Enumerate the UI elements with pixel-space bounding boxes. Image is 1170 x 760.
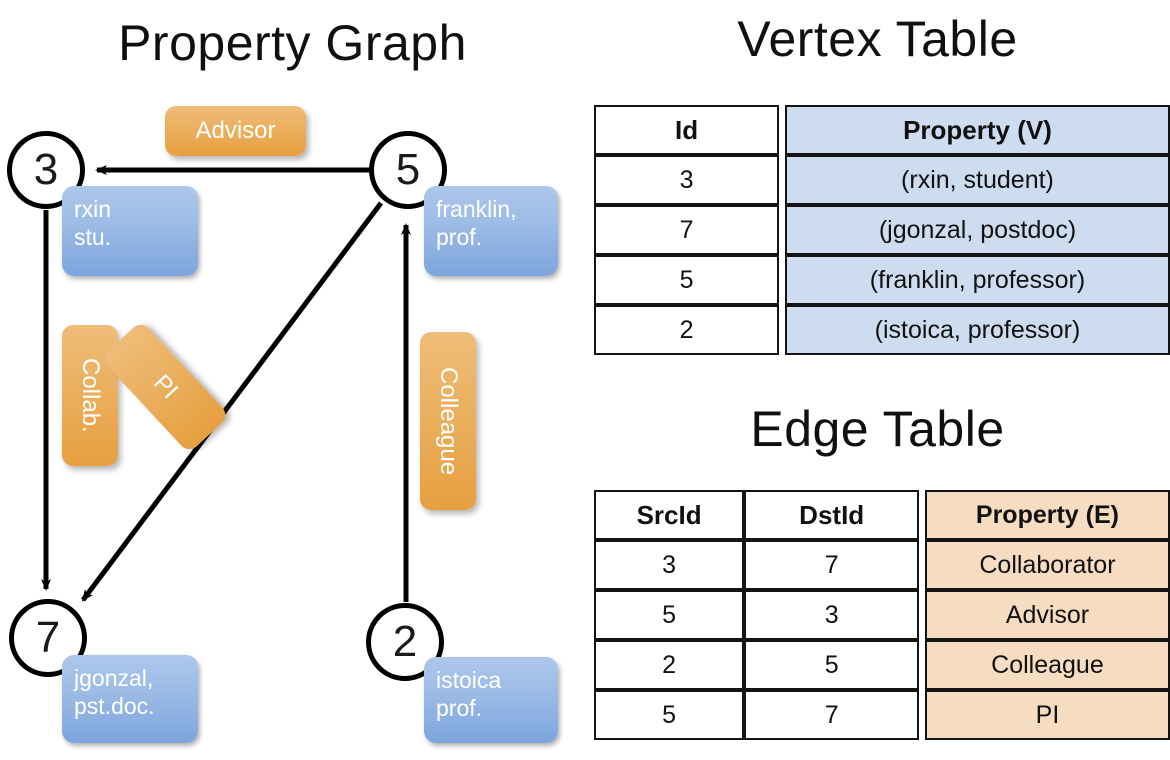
edge-table: SrcId DstId Property (E) 3 7 Collaborato… [594, 490, 1170, 740]
node-property-line: franklin, [436, 196, 517, 222]
edge-5-to-7 [81, 201, 383, 602]
edge-table-header-srcid: SrcId [594, 490, 745, 540]
edge-cell-property: Colleague [924, 640, 1170, 690]
node-property-box-rxin: rxin stu. [62, 186, 198, 276]
edge-cell-dstid: 7 [744, 690, 920, 740]
table-row: 7 (jgonzal, postdoc) [594, 205, 1170, 255]
edge-cell-property: PI [924, 690, 1170, 740]
edge-label-text: PI [147, 369, 183, 405]
table-header-row: SrcId DstId Property (E) [594, 490, 1170, 540]
property-graph-panel: Property Graph 3 5 7 2 rxin stu. frankli… [7, 15, 558, 743]
graph-node-2[interactable]: 2 [366, 603, 444, 681]
edge-cell-srcid: 2 [594, 640, 745, 690]
node-property-box-jgonzal: jgonzal, pst.doc. [62, 655, 198, 743]
edge-cell-srcid: 3 [594, 540, 745, 590]
vertex-cell-id: 5 [594, 255, 780, 305]
vertex-table-header-property: Property (V) [784, 105, 1170, 155]
edge-label-colleague: Colleague [420, 332, 476, 510]
vertex-cell-id: 2 [594, 305, 780, 355]
node-property-line: istoica [436, 667, 502, 693]
edge-cell-dstid: 7 [744, 540, 920, 590]
table-row: 2 (istoica, professor) [594, 305, 1170, 355]
edge-label-text: Colleague [435, 366, 462, 476]
edge-cell-dstid: 5 [744, 640, 920, 690]
node-property-line: jgonzal, [74, 665, 154, 691]
vertex-cell-id: 3 [594, 155, 780, 205]
graph-edges-svg [41, 165, 411, 602]
vertex-cell-property: (franklin, professor) [784, 255, 1170, 305]
table-row: 3 7 Collaborator [594, 540, 1170, 590]
vertex-table-header-id: Id [594, 105, 780, 155]
edge-cell-property: Collaborator [924, 540, 1170, 590]
page-title-edge-table: Edge Table [750, 401, 1005, 457]
node-property-line: prof. [436, 695, 483, 722]
edge-label-collab: Collab. [62, 325, 118, 466]
table-header-row: Id Property (V) [594, 105, 1170, 155]
node-property-box-franklin: franklin, prof. [424, 186, 558, 276]
node-property-line: stu. [74, 224, 112, 251]
edge-label-advisor: Advisor [165, 106, 306, 156]
vertex-cell-property: (jgonzal, postdoc) [784, 205, 1170, 255]
page-title-property-graph: Property Graph [118, 15, 467, 71]
edge-table-header-dstid: DstId [744, 490, 920, 540]
node-property-line: prof. [436, 224, 483, 251]
edge-label-text: Collab. [77, 358, 104, 433]
table-row: 2 5 Colleague [594, 640, 1170, 690]
vertex-cell-property: (istoica, professor) [784, 305, 1170, 355]
graph-node-5[interactable]: 5 [369, 131, 447, 209]
node-property-box-istoica: istoica prof. [424, 657, 558, 743]
edge-label-text: Advisor [195, 117, 276, 144]
edge-cell-property: Advisor [924, 590, 1170, 640]
node-property-line: rxin [74, 196, 112, 222]
table-row: 5 (franklin, professor) [594, 255, 1170, 305]
table-row: 5 3 Advisor [594, 590, 1170, 640]
table-row: 3 (rxin, student) [594, 155, 1170, 205]
edge-cell-srcid: 5 [594, 590, 745, 640]
edge-cell-dstid: 3 [744, 590, 920, 640]
edge-cell-srcid: 5 [594, 690, 745, 740]
vertex-table: Id Property (V) 3 (rxin, student) 7 (jgo… [594, 105, 1170, 355]
page-title-vertex-table: Vertex Table [737, 11, 1018, 67]
vertex-cell-id: 7 [594, 205, 780, 255]
edge-table-header-property: Property (E) [924, 490, 1170, 540]
vertex-cell-property: (rxin, student) [784, 155, 1170, 205]
node-property-line: pst.doc. [74, 693, 155, 720]
table-row: 5 7 PI [594, 690, 1170, 740]
